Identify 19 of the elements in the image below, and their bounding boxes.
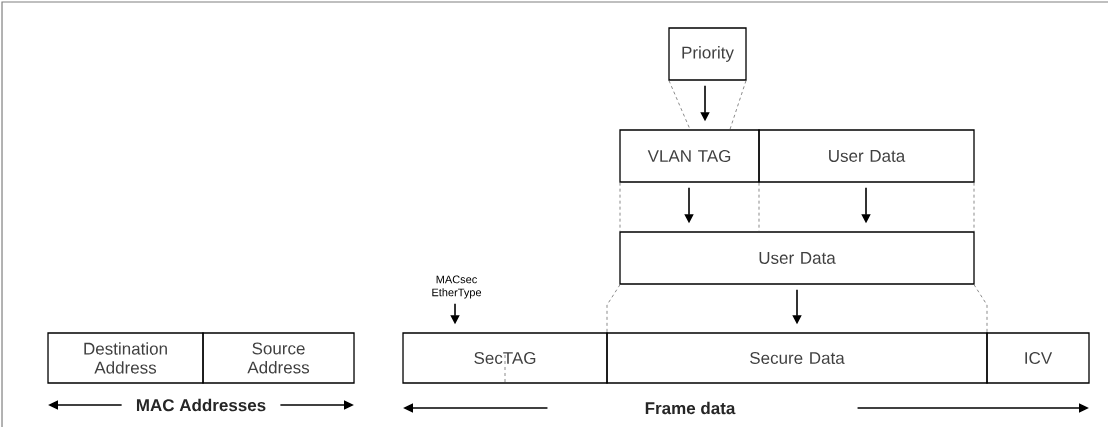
field-box: Source Address — [202, 332, 355, 384]
annotation-text: MACsec EtherType — [432, 275, 482, 299]
expansion-line — [668, 80, 691, 130]
expansion-line — [758, 182, 760, 232]
field-box: ICV — [986, 332, 1090, 384]
expansion-line — [619, 182, 621, 232]
field-box: Priority — [668, 27, 747, 81]
label-text: Frame data — [645, 401, 736, 415]
expansion-line — [973, 284, 988, 333]
field-box: User Data — [619, 231, 975, 285]
field-box: User Data — [758, 129, 975, 183]
expansion-line — [729, 80, 747, 130]
field-box: Secure Data — [606, 332, 988, 384]
label-text: MAC Addresses — [136, 398, 266, 412]
expansion-line — [973, 182, 975, 232]
expansion-line — [606, 284, 621, 333]
field-box: SecTAG — [402, 332, 608, 384]
field-box: Destination Address — [47, 332, 204, 384]
field-box: VLAN TAG — [619, 129, 760, 183]
